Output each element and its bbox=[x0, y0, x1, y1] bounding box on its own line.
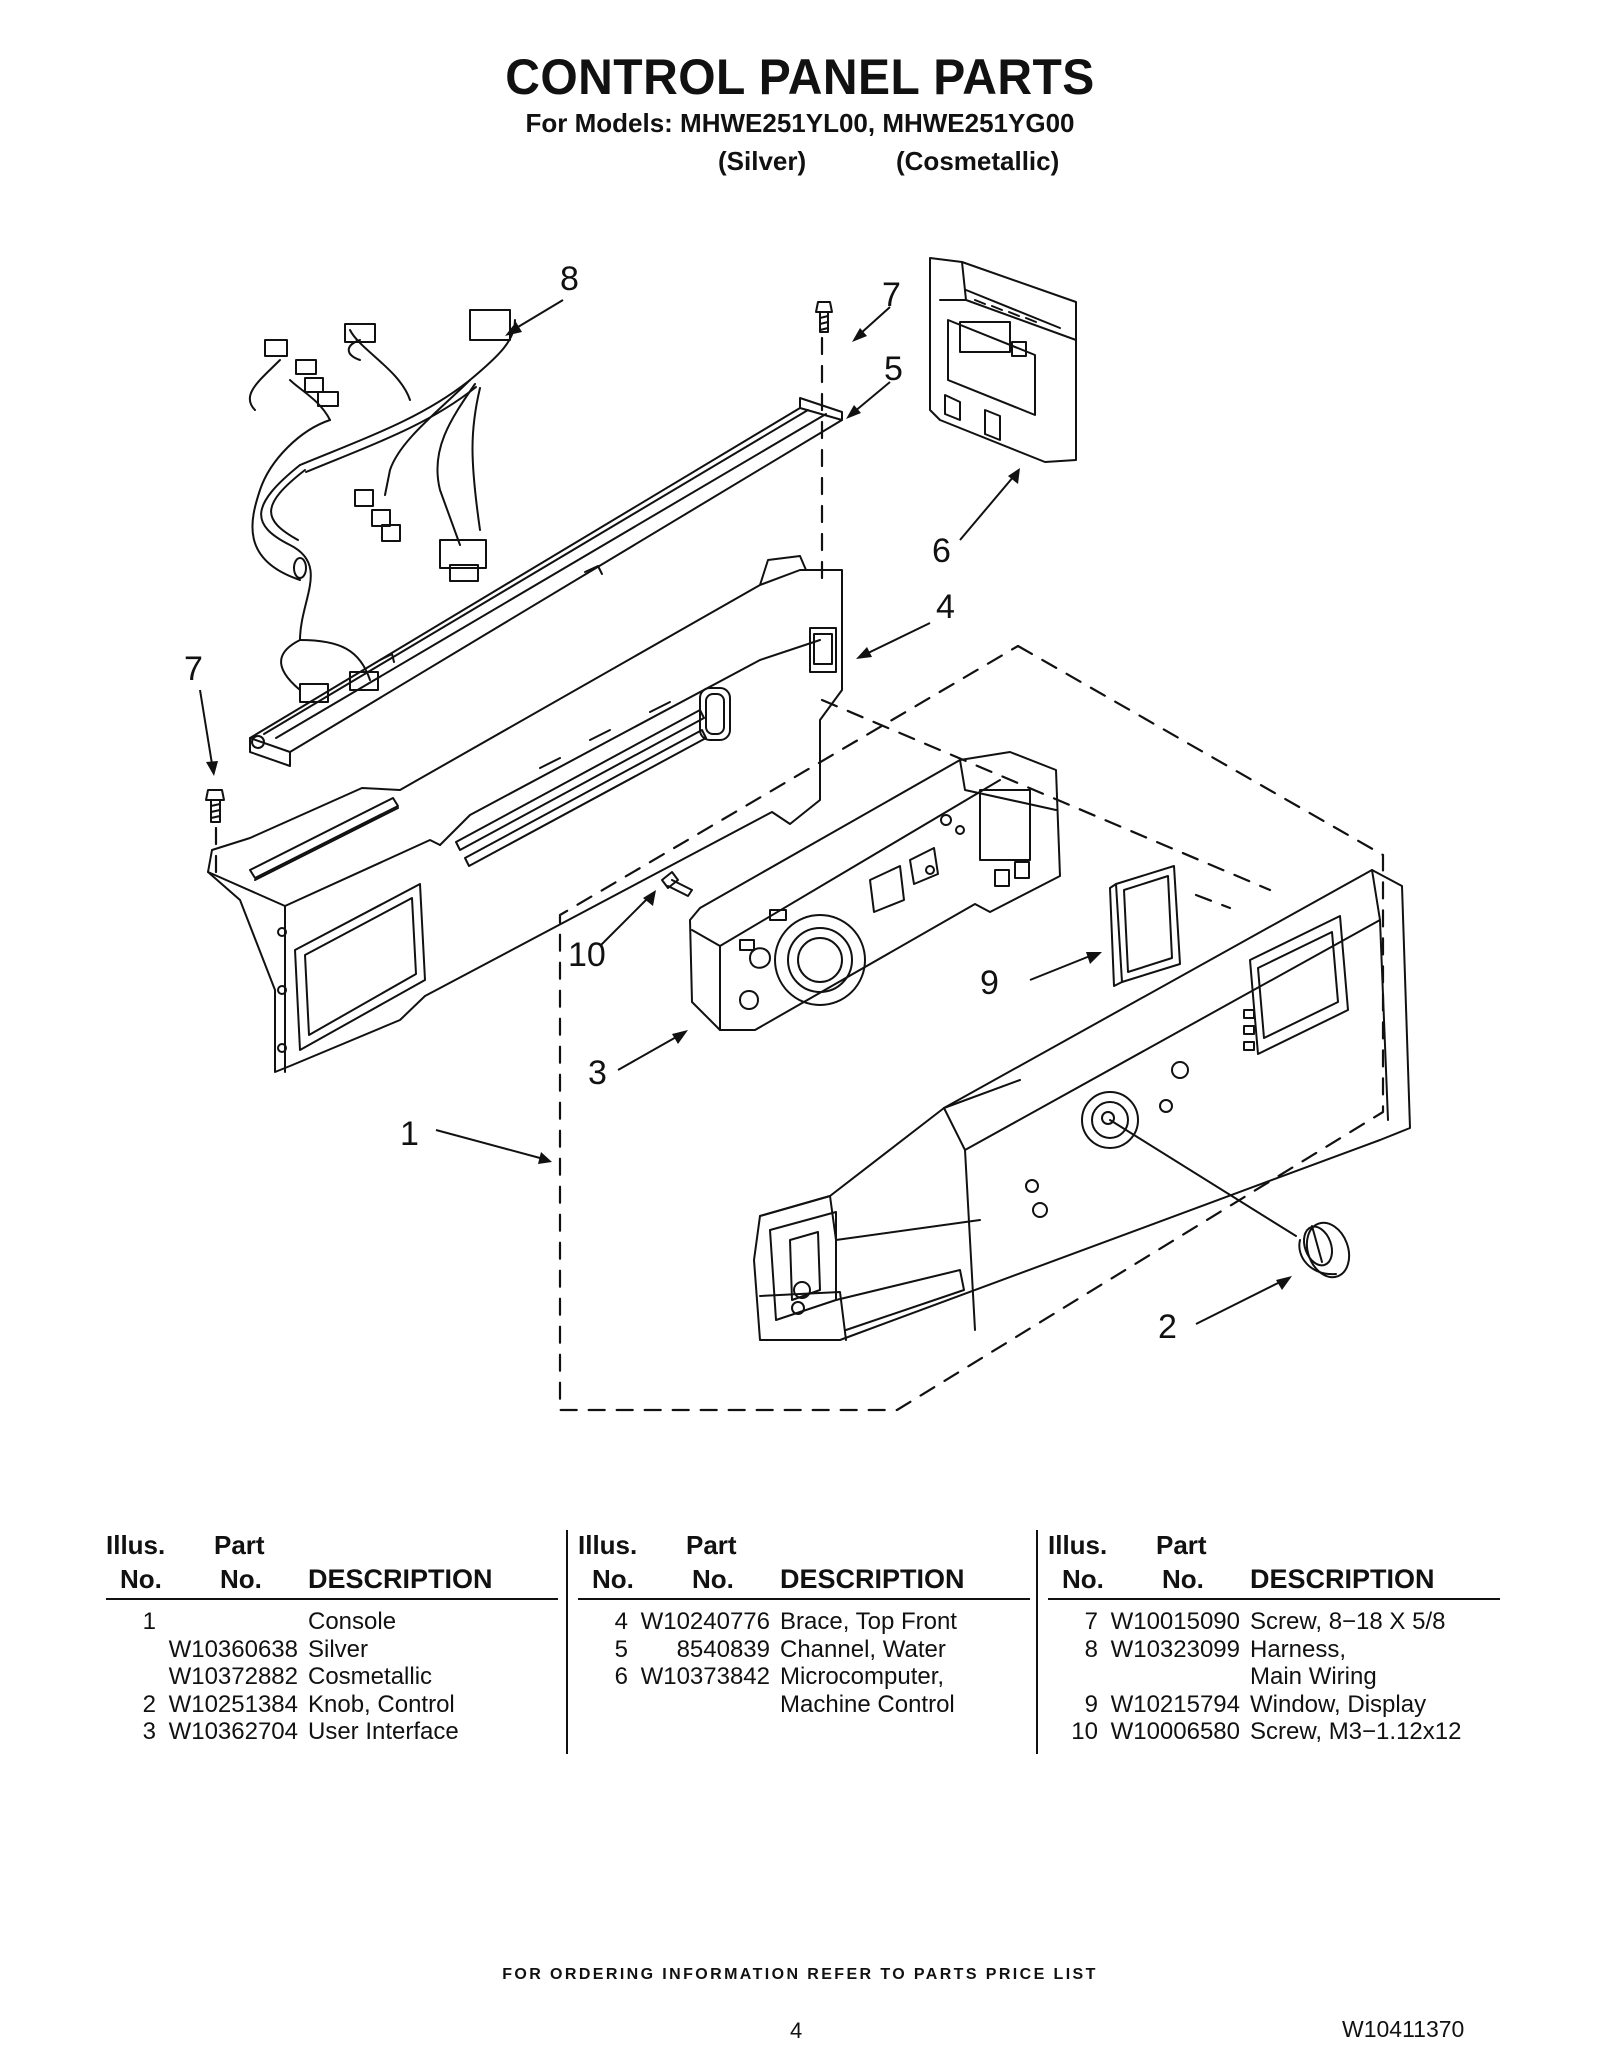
leader-3 bbox=[617, 1030, 688, 1071]
ordering-note: FOR ORDERING INFORMATION REFER TO PARTS … bbox=[502, 1966, 1098, 1983]
leader-2 bbox=[1195, 1276, 1292, 1325]
microcomputer-drawing bbox=[929, 257, 1077, 463]
header-illus-no: No. bbox=[1062, 1564, 1104, 1594]
callout-3: 3 bbox=[588, 1054, 607, 1092]
callout-7-left: 7 bbox=[184, 650, 203, 688]
callout-6: 6 bbox=[932, 532, 951, 570]
parts-table-header: Illus. Part No. No. DESCRIPTION bbox=[1048, 1530, 1500, 1600]
console-drawing bbox=[753, 869, 1411, 1341]
callout-2: 2 bbox=[1158, 1308, 1177, 1346]
leader-10 bbox=[599, 890, 656, 947]
screw-left-drawing bbox=[205, 789, 225, 823]
header-illus-no: No. bbox=[592, 1564, 634, 1594]
callout-1: 1 bbox=[400, 1115, 419, 1153]
header-part: Part bbox=[214, 1530, 265, 1560]
document-number: W10411370 bbox=[1342, 2016, 1465, 2042]
screw-top-drawing bbox=[815, 301, 833, 333]
callout-5: 5 bbox=[884, 350, 903, 388]
exploded-parts-diagram: 1 2 3 4 5 6 7 7 8 9 10 bbox=[184, 257, 1411, 1412]
water-channel-drawing bbox=[249, 397, 843, 767]
header-illus: Illus. bbox=[578, 1530, 638, 1560]
table-row: Machine Control bbox=[780, 1690, 955, 1718]
leader-6 bbox=[959, 468, 1020, 541]
callout-7-top: 7 bbox=[882, 276, 901, 314]
callout-9: 9 bbox=[980, 964, 999, 1002]
leader-1 bbox=[435, 1129, 552, 1164]
header-part: Part bbox=[1156, 1530, 1207, 1560]
page-number: 4 bbox=[790, 2018, 803, 2043]
top-front-brace-drawing bbox=[207, 555, 843, 1073]
leader-5 bbox=[846, 381, 891, 419]
header-part-no: No. bbox=[1162, 1564, 1204, 1594]
display-window-drawing bbox=[1109, 865, 1181, 987]
header-illus: Illus. bbox=[106, 1530, 166, 1560]
callout-4: 4 bbox=[936, 588, 955, 626]
wiring-harness-drawing bbox=[248, 309, 516, 703]
header-description: DESCRIPTION bbox=[308, 1564, 493, 1594]
callout-10: 10 bbox=[568, 936, 606, 974]
header-part: Part bbox=[686, 1530, 737, 1560]
leader-7-left bbox=[199, 689, 218, 776]
header-description: DESCRIPTION bbox=[780, 1564, 965, 1594]
leader-4 bbox=[856, 622, 931, 659]
page-title: CONTROL PANEL PARTS bbox=[505, 49, 1095, 105]
parts-table-header: Illus. Part No. No. DESCRIPTION bbox=[106, 1530, 558, 1600]
leader-7-top bbox=[852, 306, 891, 342]
knob-drawing bbox=[1298, 1221, 1351, 1279]
header-illus: Illus. bbox=[1048, 1530, 1108, 1560]
variant-cosmetallic-label: (Cosmetallic) bbox=[896, 146, 1060, 176]
leader-8 bbox=[505, 299, 564, 336]
header-description: DESCRIPTION bbox=[1250, 1564, 1435, 1594]
header-part-no: No. bbox=[692, 1564, 734, 1594]
callout-8: 8 bbox=[560, 260, 579, 298]
screw-m3-drawing bbox=[661, 871, 693, 897]
column-divider bbox=[566, 1530, 568, 1754]
knob-alignment-line bbox=[1109, 1119, 1297, 1237]
header-illus-no: No. bbox=[120, 1564, 162, 1594]
variant-silver-label: (Silver) bbox=[718, 146, 807, 176]
parts-table-header: Illus. Part No. No. DESCRIPTION bbox=[578, 1530, 1030, 1600]
column-divider bbox=[1036, 1530, 1038, 1754]
leader-9 bbox=[1029, 952, 1102, 981]
models-line: For Models: MHWE251YL00, MHWE251YG00 bbox=[525, 108, 1075, 138]
assembly-outline bbox=[214, 336, 1385, 1412]
table-row: Main Wiring bbox=[1250, 1663, 1377, 1690]
user-interface-drawing bbox=[689, 751, 1061, 1031]
header-part-no: No. bbox=[220, 1564, 262, 1594]
